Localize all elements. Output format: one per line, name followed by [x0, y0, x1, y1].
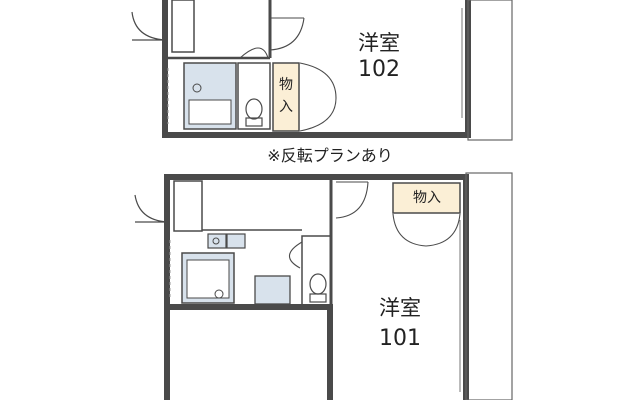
unit-101-room-name: 洋室	[379, 296, 421, 320]
unit-101-balcony	[465, 172, 513, 400]
unit-102-room-name: 洋室	[358, 31, 400, 55]
unit-101-toilet-room	[301, 235, 332, 307]
unit-101-kitchen-sink	[207, 233, 227, 249]
unit-101-storage-label: 物入	[413, 190, 441, 206]
unit-101-storage	[392, 182, 461, 214]
unit-101-room-door	[335, 181, 369, 219]
unit-102-storage-label-bottom: 入	[279, 99, 293, 115]
unit-101-shower	[254, 275, 291, 305]
unit-102	[131, 0, 513, 141]
unit-102-shoe-closet	[171, 0, 195, 53]
unit-102-toilet-room	[237, 62, 271, 130]
unit-102-toilet	[245, 98, 263, 120]
unit-102-room-door	[269, 17, 305, 51]
unit-102-balcony	[467, 0, 513, 141]
unit-101-shoe-closet	[173, 180, 203, 232]
unit-102-entry-door	[131, 11, 166, 41]
unit-102-room-number: 102	[358, 57, 400, 82]
unit-101-toilet	[309, 273, 327, 295]
unit-101-room-number: 101	[379, 326, 421, 351]
unit-101-entry-door	[134, 194, 168, 223]
unit-102-storage	[272, 62, 300, 132]
unit-102-storage-label-top: 物	[279, 77, 293, 93]
reverse-plan-note: ※反転プランあり	[267, 146, 393, 165]
unit-101	[134, 172, 513, 400]
